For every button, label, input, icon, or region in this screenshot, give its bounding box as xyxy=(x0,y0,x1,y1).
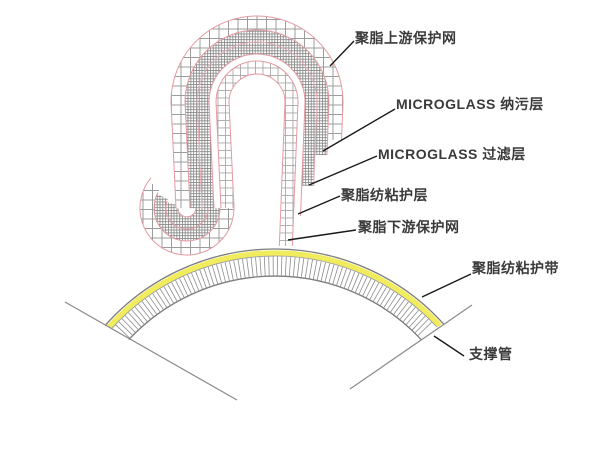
tube-hatch-spokes xyxy=(115,256,432,339)
support-tube-illustration xyxy=(64,248,473,401)
leader-spunbond-band xyxy=(421,273,472,298)
curl-outer-net xyxy=(140,181,234,255)
leader-microglass-dirt xyxy=(322,108,396,152)
tube-right-radius-line xyxy=(349,304,473,390)
curl-dirt-layer xyxy=(153,194,220,241)
layer-microglass-dirt xyxy=(184,30,330,209)
tube-outer-edge-arc xyxy=(104,248,445,327)
leader-lines xyxy=(287,40,472,357)
leader-microglass-filter xyxy=(308,155,378,186)
curl-filter-layer xyxy=(166,202,209,229)
media-end-curl xyxy=(139,177,235,256)
spunbond-band-yellow-arc xyxy=(106,250,442,330)
leader-upstream-net xyxy=(329,40,355,67)
tube-left-radius-line xyxy=(64,301,238,401)
curl-pink-outlines xyxy=(139,177,235,256)
layer-downstream-net xyxy=(215,61,299,247)
label-spunbond-band: 聚脂纺粘护带 xyxy=(472,260,559,276)
leader-downstream-net xyxy=(287,229,357,241)
label-microglass-filter: MICROGLASS 过滤层 xyxy=(378,146,526,162)
tube-inner-edge-arc xyxy=(128,275,422,341)
label-microglass-dirt: MICROGLASS 纳污层 xyxy=(396,96,544,112)
label-support-tube: 支撑管 xyxy=(469,346,513,362)
pleated-media-illustration xyxy=(170,15,344,247)
leader-spunbond-layer xyxy=(297,195,341,215)
label-spunbond-layer: 聚脂纺粘护层 xyxy=(341,187,428,203)
tube-hatch-top-edge-arc xyxy=(111,255,437,330)
layer-upstream-net xyxy=(170,16,344,209)
layer-microglass-filter xyxy=(196,42,318,209)
label-upstream-net: 聚脂上游保护网 xyxy=(355,30,457,46)
label-downstream-net: 聚脂下游保护网 xyxy=(358,219,460,235)
media-pink-outlines xyxy=(170,15,344,247)
layer-spunbond xyxy=(208,54,306,217)
leader-support-tube xyxy=(433,335,465,357)
